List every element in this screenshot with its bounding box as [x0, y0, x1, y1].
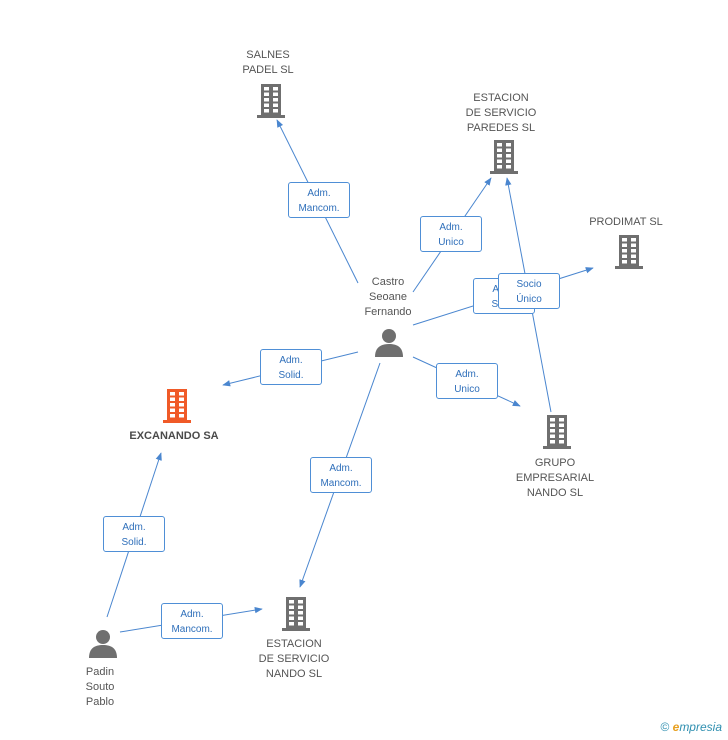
edge-label-padin-to-estacion_nando[interactable]: Adm. Mancom.	[161, 603, 223, 639]
edge-label-castro-to-estacion_nando[interactable]: Adm. Mancom.	[310, 457, 372, 493]
edge-label-castro-to-grupo[interactable]: Adm. Unico	[436, 363, 498, 399]
edge-label-castro-to-salnes[interactable]: Adm. Mancom.	[288, 182, 350, 218]
node-label-grupo[interactable]: GRUPO EMPRESARIAL NANDO SL	[515, 457, 595, 499]
node-label-salnes[interactable]: SALNES PADEL SL	[242, 49, 294, 76]
edge-lines	[106, 119, 594, 633]
edge-label-grupo-to-estacion_paredes[interactable]: Socio Único	[498, 273, 560, 309]
footer-brand: © empresia	[660, 720, 722, 734]
edge-label-castro-to-estacion_paredes[interactable]: Adm. Unico	[420, 216, 482, 252]
building-icon[interactable]	[487, 139, 521, 180]
node-label-padin[interactable]: Padin Souto Pablo	[85, 666, 115, 708]
building-icon[interactable]	[540, 414, 574, 455]
edge-label-castro-to-excanando[interactable]: Adm. Solid.	[260, 349, 322, 385]
node-label-prodimat[interactable]: PRODIMAT SL	[589, 216, 663, 228]
building-icon[interactable]	[612, 234, 646, 275]
node-label-castro[interactable]: Castro Seoane Fernando	[364, 276, 412, 318]
edge-label-padin-to-excanando[interactable]: Adm. Solid.	[103, 516, 165, 552]
brand-logo-text: mpresia	[679, 720, 722, 734]
node-label-estacion_paredes[interactable]: ESTACION DE SERVICIO PAREDES SL	[465, 92, 537, 134]
person-icon[interactable]	[88, 629, 118, 664]
node-label-excanando[interactable]: EXCANANDO SA	[129, 430, 219, 442]
building-icon[interactable]	[160, 388, 194, 429]
node-label-estacion_nando[interactable]: ESTACION DE SERVICIO NANDO SL	[258, 638, 330, 680]
copyright-symbol: ©	[660, 720, 670, 734]
building-icon[interactable]	[254, 83, 288, 124]
building-icon[interactable]	[279, 596, 313, 637]
brand-logo-initial: e	[672, 720, 680, 734]
person-icon[interactable]	[374, 328, 404, 363]
